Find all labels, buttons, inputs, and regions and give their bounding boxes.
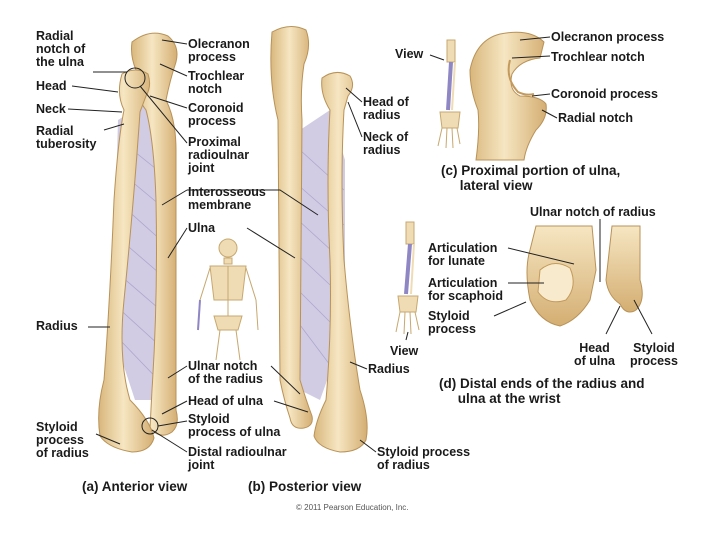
label-coronoid-process-c: Coronoid process — [551, 87, 658, 101]
caption-panel-a: (a) Anterior view — [82, 479, 188, 494]
caption-panel-d: (d) Distal ends of the radius and ulna a… — [439, 376, 645, 406]
ulna-bone-a — [131, 32, 178, 436]
anterior-view-illustration — [98, 32, 178, 453]
label-ulna: Ulna — [188, 221, 216, 235]
label-neck: Neck — [36, 102, 66, 116]
label-ulnar-notch-of-radius-a: Ulnar notch of the radius — [188, 359, 264, 386]
label-interosseous-membrane: Interosseous membrane — [188, 185, 266, 212]
label-articulation-for-lunate: Articulation for lunate — [428, 241, 498, 268]
radius-bone-b — [313, 72, 368, 453]
distal-ends-illustration — [526, 225, 643, 327]
label-radius-a: Radius — [36, 319, 78, 333]
caption-panel-c: (c) Proximal portion of ulna, lateral vi… — [441, 163, 621, 193]
label-coronoid-process-a: Coronoid process — [188, 101, 244, 128]
label-view-d: View — [390, 344, 419, 358]
ulna-bone-b — [270, 26, 313, 429]
distal-ulna-shape — [605, 225, 643, 313]
label-head: Head — [36, 79, 67, 93]
arm-view-icon-c — [437, 39, 461, 149]
label-styloid-process-of-radius-b: Styloid process of radius — [377, 445, 471, 472]
label-trochlear-notch-c: Trochlear notch — [551, 50, 645, 64]
caption-panel-b: (b) Posterior view — [248, 479, 362, 494]
skeleton-figure-icon — [197, 238, 259, 361]
arm-view-icon-d — [395, 221, 420, 335]
label-styloid-process-of-ulna: Styloid process of ulna — [188, 412, 281, 439]
label-neck-of-radius-b: Neck of radius — [363, 130, 409, 157]
label-proximal-radioulnar-joint: Proximal radioulnar joint — [188, 135, 250, 175]
posterior-view-illustration — [270, 26, 368, 453]
label-view-c: View — [395, 47, 424, 61]
label-head-of-ulna-d: Head of ulna — [574, 341, 615, 368]
label-trochlear-notch-a: Trochlear notch — [188, 69, 245, 96]
label-radial-notch-of-ulna: Radial notch of the ulna — [36, 29, 86, 69]
leader-lines — [67, 36, 653, 453]
radius-bone-a — [98, 69, 155, 453]
label-olecranon-process-a: Olecranon process — [188, 37, 250, 64]
label-articulation-for-scaphoid: Articulation for scaphoid — [428, 276, 504, 303]
label-radius-b: Radius — [368, 362, 410, 376]
label-distal-radioulnar-joint: Distal radioulnar joint — [188, 445, 287, 472]
label-styloid-process-d: Styloid process — [428, 309, 476, 336]
label-styloid-process-of-radius-a: Styloid process of radius — [36, 420, 89, 460]
label-radial-notch-c: Radial notch — [558, 111, 634, 125]
ulna-lateral-illustration — [469, 31, 547, 161]
label-head-of-ulna-a: Head of ulna — [188, 394, 264, 408]
label-radial-tuberosity: Radial tuberosity — [36, 124, 97, 151]
copyright-notice: © 2011 Pearson Education, Inc. — [296, 503, 409, 512]
label-styloid-process-d2: Styloid process — [630, 341, 678, 368]
label-ulnar-notch-of-radius-d: Ulnar notch of radius — [530, 205, 656, 219]
label-head-of-radius-b: Head of radius — [363, 95, 409, 122]
label-olecranon-process-c: Olecranon process — [551, 30, 665, 44]
